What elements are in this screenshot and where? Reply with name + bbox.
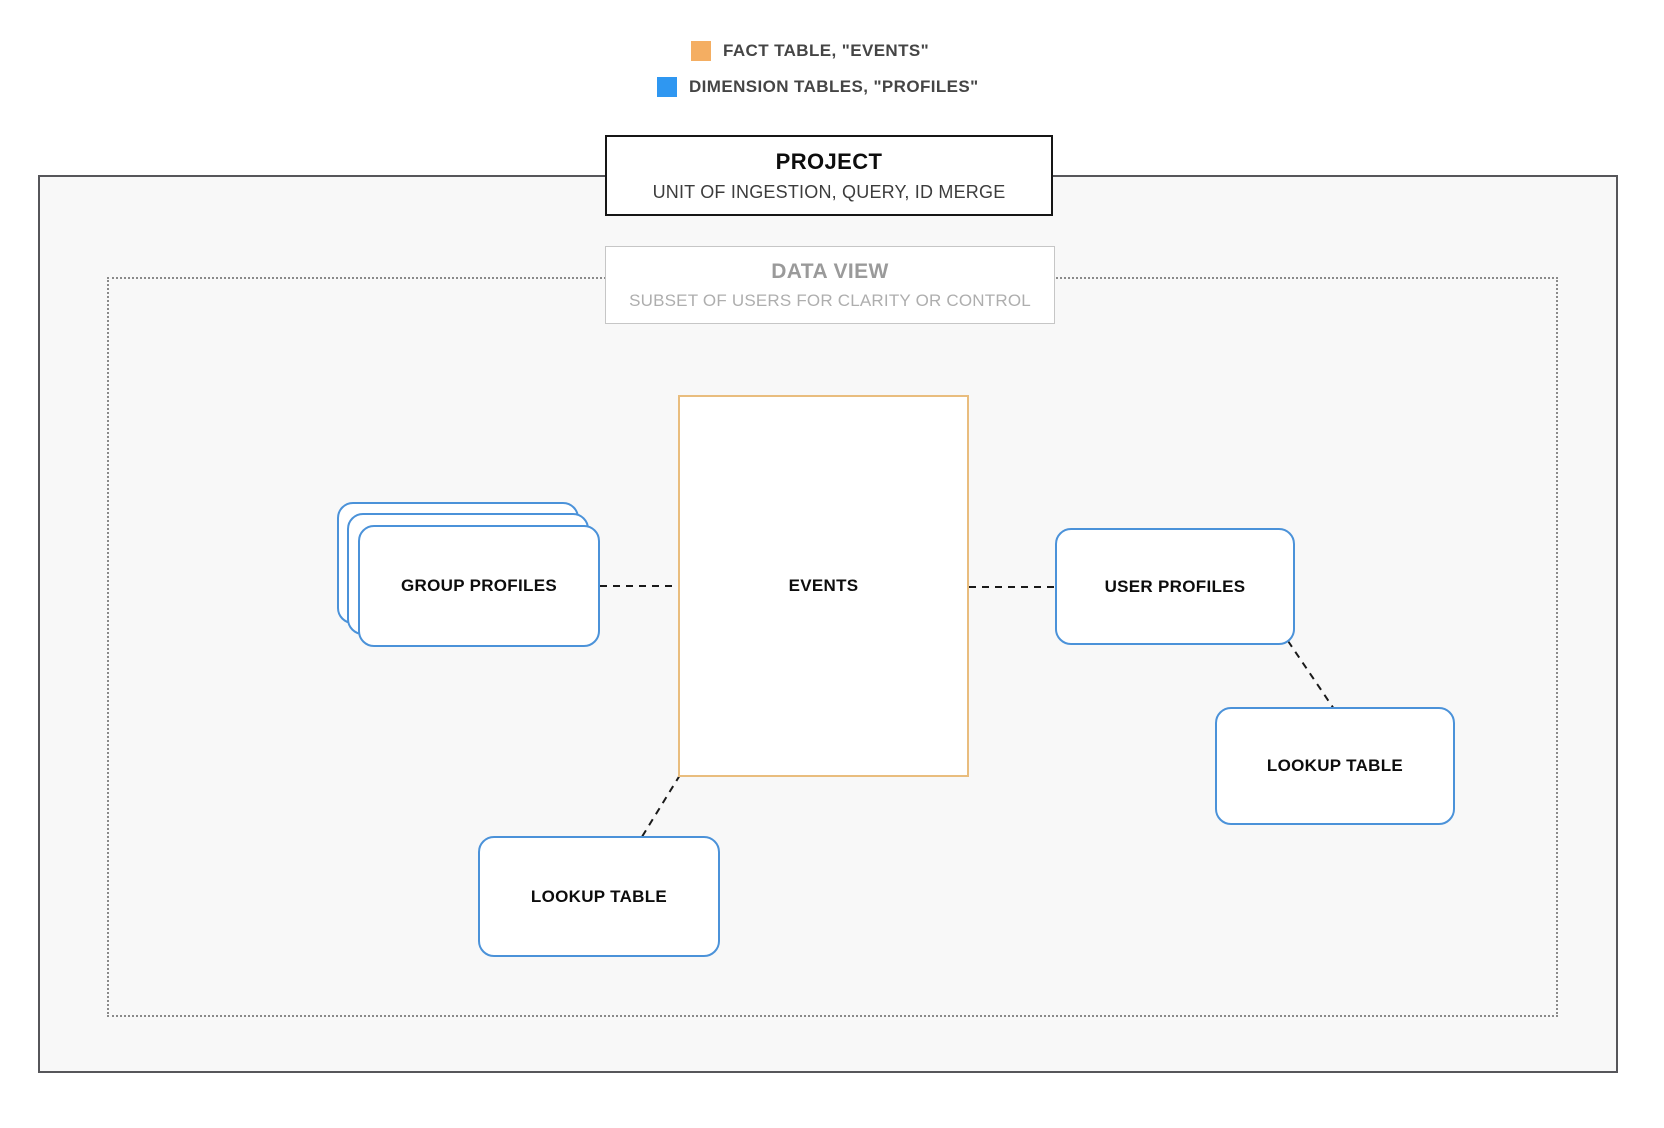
data-view-title: DATA VIEW [771, 259, 889, 283]
legend-fact-label: FACT TABLE, "EVENTS" [723, 41, 930, 60]
group-profiles-label: GROUP PROFILES [401, 576, 557, 595]
data-view-title-box: DATA VIEW SUBSET OF USERS FOR CLARITY OR… [605, 246, 1055, 324]
project-title-box: PROJECT UNIT OF INGESTION, QUERY, ID MER… [605, 135, 1053, 216]
node-group-profiles: GROUP PROFILES [358, 525, 600, 647]
events-label: EVENTS [788, 576, 859, 595]
user-profiles-label: USER PROFILES [1104, 576, 1246, 596]
project-subtitle: UNIT OF INGESTION, QUERY, ID MERGE [652, 181, 1006, 202]
lookup-table-bottom-label: LOOKUP TABLE [530, 886, 668, 906]
legend-dimension-label: DIMENSION TABLES, "PROFILES" [689, 77, 979, 96]
node-user-profiles: USER PROFILES [1055, 528, 1295, 645]
dimension-tables-swatch-icon [657, 77, 677, 97]
project-title: PROJECT [775, 148, 883, 174]
legend-item-fact-table: FACT TABLE, "EVENTS" [691, 40, 929, 62]
data-view-subtitle: SUBSET OF USERS FOR CLARITY OR CONTROL [629, 290, 1031, 310]
fact-table-swatch-icon [691, 41, 711, 61]
legend-item-dimension-tables: DIMENSION TABLES, "PROFILES" [657, 76, 979, 98]
node-events: EVENTS [678, 395, 969, 777]
node-lookup-table-right: LOOKUP TABLE [1215, 707, 1455, 825]
node-lookup-table-bottom: LOOKUP TABLE [478, 836, 720, 957]
lookup-table-right-label: LOOKUP TABLE [1266, 756, 1404, 775]
